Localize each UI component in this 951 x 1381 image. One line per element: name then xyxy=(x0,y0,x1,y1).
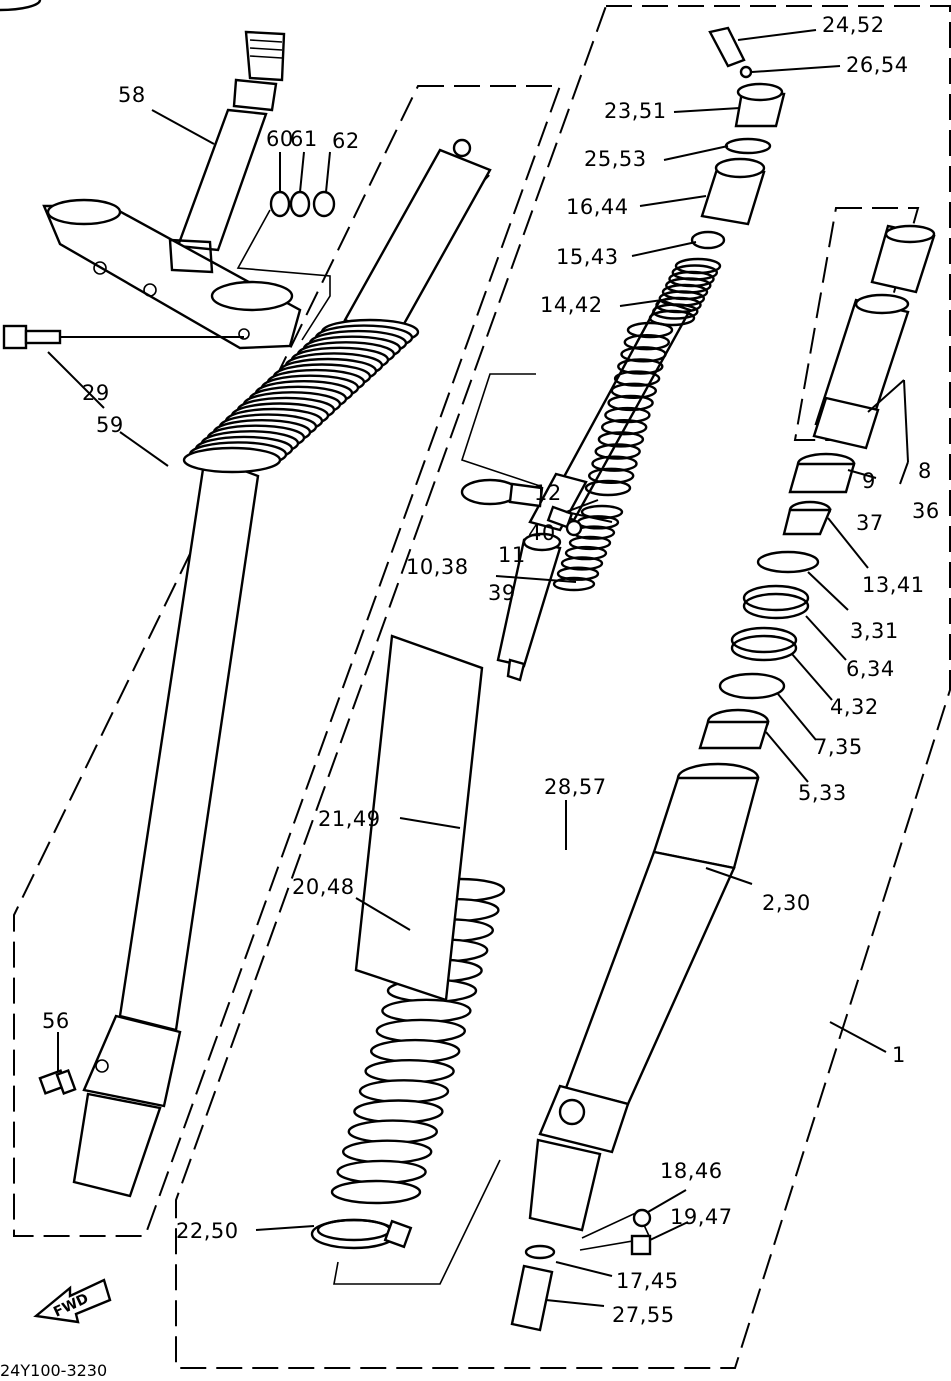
small-clamp xyxy=(460,478,583,537)
callout-27-55: 27,55 xyxy=(612,1303,675,1327)
callout-15-43: 15,43 xyxy=(556,245,619,269)
bracket-bolt xyxy=(2,324,244,350)
cylinder-and-seat xyxy=(496,472,588,682)
callout-12: 12 xyxy=(534,481,562,505)
outline-fork-assembly-group xyxy=(793,207,920,441)
outline-outer-tube-group xyxy=(13,85,562,1237)
fork-spring-upper xyxy=(648,257,722,327)
callout-62: 62 xyxy=(332,129,360,153)
bushing-9 xyxy=(788,452,856,494)
bushing-13 xyxy=(782,500,832,536)
callout-28-57: 28,57 xyxy=(544,775,607,799)
callout-5-33: 5,33 xyxy=(798,781,847,805)
callout-7-35: 7,35 xyxy=(814,735,863,759)
callout-13-41: 13,41 xyxy=(862,573,925,597)
callout-24-52: 24,52 xyxy=(822,13,885,37)
callout-17-45: 17,45 xyxy=(616,1269,679,1293)
callout-18-46: 18,46 xyxy=(660,1159,723,1183)
callout-20-48: 20,48 xyxy=(292,875,355,899)
callout-labels: 58 60 61 62 59 29 56 24,52 26,54 23,51 2… xyxy=(42,13,940,1327)
outer-fork-tube xyxy=(72,138,492,1198)
callout-40: 40 xyxy=(528,521,556,545)
callout-58: 58 xyxy=(118,83,146,107)
callout-1: 1 xyxy=(892,1043,906,1067)
drawing-code: 24Y100-3230 xyxy=(0,1361,107,1380)
callout-29: 29 xyxy=(82,381,110,405)
bracket-nuts-washers xyxy=(236,190,336,341)
callout-6-34: 6,34 xyxy=(846,657,895,681)
callout-2-30: 2,30 xyxy=(762,891,811,915)
fwd-arrow-icon: FWD xyxy=(33,1278,112,1324)
callout-19-47: 19,47 xyxy=(670,1205,733,1229)
fork-bottom-bolt xyxy=(38,1069,77,1095)
rebound-spring xyxy=(552,504,624,592)
callout-9: 9 xyxy=(862,469,876,493)
callout-59: 59 xyxy=(96,413,124,437)
callout-61: 61 xyxy=(290,127,318,151)
callout-22-50: 22,50 xyxy=(176,1219,239,1243)
callout-3-31: 3,31 xyxy=(850,619,899,643)
outline-inner-components-group xyxy=(175,5,951,1369)
inner-tube-upper xyxy=(812,224,936,450)
lower-bracket xyxy=(42,198,302,350)
callout-36: 36 xyxy=(912,499,940,523)
callout-8: 8 xyxy=(918,459,932,483)
callout-60: 60 xyxy=(266,127,294,151)
seal-stack xyxy=(698,550,820,750)
callout-14-42: 14,42 xyxy=(540,293,603,317)
callout-26-54: 26,54 xyxy=(846,53,909,77)
callout-56: 56 xyxy=(42,1009,70,1033)
bracket-lines-10-12 xyxy=(460,373,541,487)
callout-11: 11 xyxy=(498,543,526,567)
callout-16-44: 16,44 xyxy=(566,195,629,219)
callout-23-51: 23,51 xyxy=(604,99,667,123)
callout-37: 37 xyxy=(856,511,884,535)
callout-39: 39 xyxy=(488,581,516,605)
leader-lines xyxy=(47,29,909,1307)
lower-bellows-clamp xyxy=(310,1159,501,1285)
lower-bellows-sleeve xyxy=(354,634,484,1002)
steering-stem xyxy=(176,30,286,252)
callout-10-38: 10,38 xyxy=(406,555,469,579)
dashed-outlines xyxy=(13,5,951,1369)
callout-4-32: 4,32 xyxy=(830,695,879,719)
top-cap-parts xyxy=(690,26,786,250)
callout-21-49: 21,49 xyxy=(318,807,381,831)
fork-spring-lower xyxy=(584,321,674,497)
large-bellows xyxy=(182,318,420,474)
callout-25-53: 25,53 xyxy=(584,147,647,171)
lower-fork-leg xyxy=(528,762,760,1251)
drain-parts xyxy=(510,1208,652,1332)
